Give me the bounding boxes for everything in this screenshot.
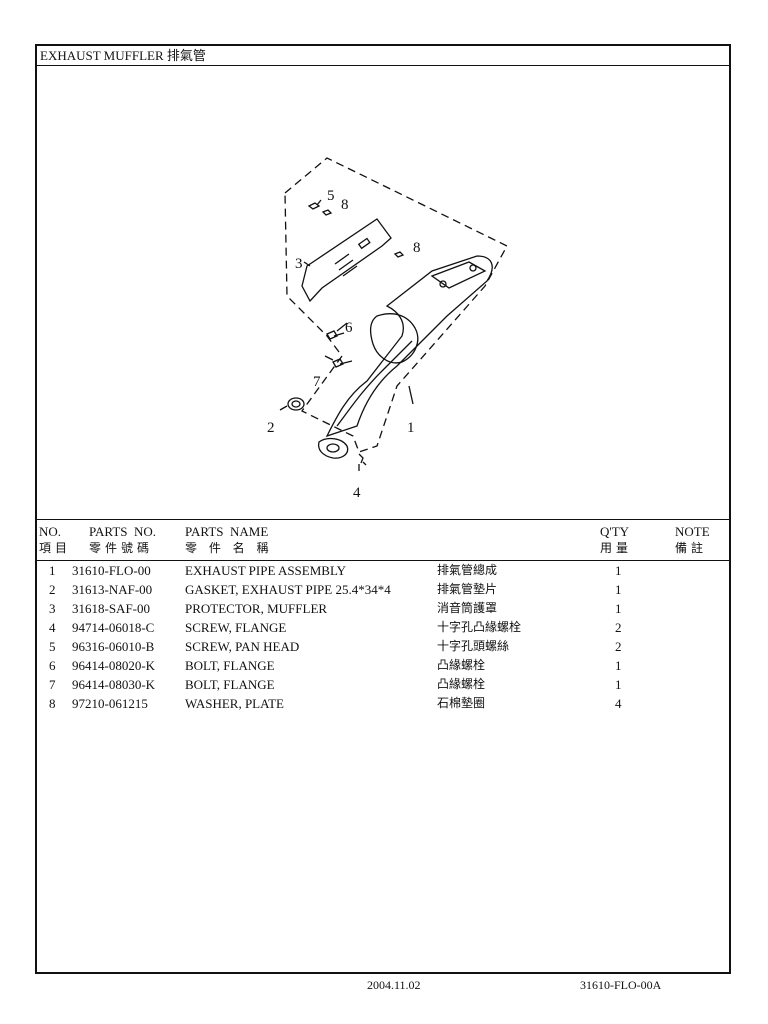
column-part-no: PARTS NO. 零件號碼	[89, 524, 157, 555]
flange-bolt-part	[326, 330, 345, 340]
pan-head-screw-part	[307, 202, 321, 210]
callout-leader-1	[408, 385, 414, 405]
sheet-title: EXHAUST MUFFLER 排氣管	[37, 46, 729, 66]
callout-3: 3	[295, 256, 303, 272]
exhaust-pipe-seam	[336, 340, 413, 427]
callout-7: 7	[313, 374, 321, 390]
exploded-diagram: 1 2 3 4 5 6 7 8 8	[37, 66, 729, 520]
table-row: 8 97210-061215 WASHER, PLATE 石棉墊圈 4	[49, 696, 622, 711]
callout-6: 6	[345, 320, 353, 336]
callout-leader-7	[324, 355, 334, 361]
callout-8-side: 8	[413, 240, 421, 256]
gasket-part	[287, 397, 305, 411]
callout-1: 1	[407, 420, 415, 436]
column-no: NO. 項目	[39, 524, 72, 555]
table-row: 7 96414-08030-K BOLT, FLANGE 凸緣螺栓 1	[49, 677, 622, 692]
callout-leader-2	[279, 405, 288, 411]
exhaust-pipe-body	[325, 255, 493, 438]
parts-sheet-frame: EXHAUST MUFFLER 排氣管	[35, 44, 731, 974]
column-part-name: PARTS NAME 零 件 名 稱	[185, 524, 273, 555]
callout-4: 4	[353, 485, 361, 501]
column-note: NOTE 備註	[675, 524, 710, 555]
washer-part	[321, 209, 333, 216]
table-row: 3 31618-SAF-00 PROTECTOR, MUFFLER 消音筒護罩 …	[49, 601, 622, 616]
callout-5: 5	[327, 188, 335, 204]
muffler-protector	[301, 218, 392, 303]
flange-bolt-part	[332, 358, 353, 368]
callout-leader-3	[303, 261, 311, 267]
exhaust-muffler-illustration: 1 2 3 4 5 6 7 8 8	[267, 157, 508, 501]
table-row: 5 96316-06010-B SCREW, PAN HEAD 十字孔頭螺絲 2	[49, 639, 622, 654]
assembly-outline	[284, 157, 508, 453]
protector-vents	[334, 253, 358, 277]
protector-label	[357, 237, 371, 250]
callout-8-top: 8	[341, 197, 349, 213]
muffler-chamber	[370, 313, 419, 364]
table-row: 4 94714-06018-C SCREW, FLANGE 十字孔凸緣螺栓 2	[49, 620, 622, 635]
table-row: 6 96414-08020-K BOLT, FLANGE 凸緣螺栓 1	[49, 658, 622, 673]
gasket-hole	[291, 400, 301, 408]
table-row: 2 31613-NAF-00 GASKET, EXHAUST PIPE 25.4…	[49, 582, 622, 597]
flange-screw-part	[358, 453, 367, 466]
callout-leader-5	[316, 199, 322, 206]
column-qty: Q'TY 用量	[600, 524, 633, 555]
callout-leader-6	[336, 322, 348, 332]
table-row: 1 31610-FLO-00 EXHAUST PIPE ASSEMBLY 排氣管…	[49, 563, 622, 578]
callout-2: 2	[267, 420, 275, 436]
footer-doc-code: 31610-FLO-00A	[580, 978, 662, 992]
parts-table-header: NO. 項目 PARTS NO. 零件號碼 PARTS NAME 零 件 名 稱…	[37, 522, 729, 561]
mounting-bracket	[430, 261, 487, 289]
exhaust-port-flange	[317, 437, 349, 459]
washer-part	[393, 251, 405, 258]
exhaust-port-opening	[326, 443, 340, 453]
bracket-hole	[469, 264, 477, 272]
bracket-hole	[439, 280, 447, 288]
footer-date: 2004.11.02	[367, 978, 421, 992]
